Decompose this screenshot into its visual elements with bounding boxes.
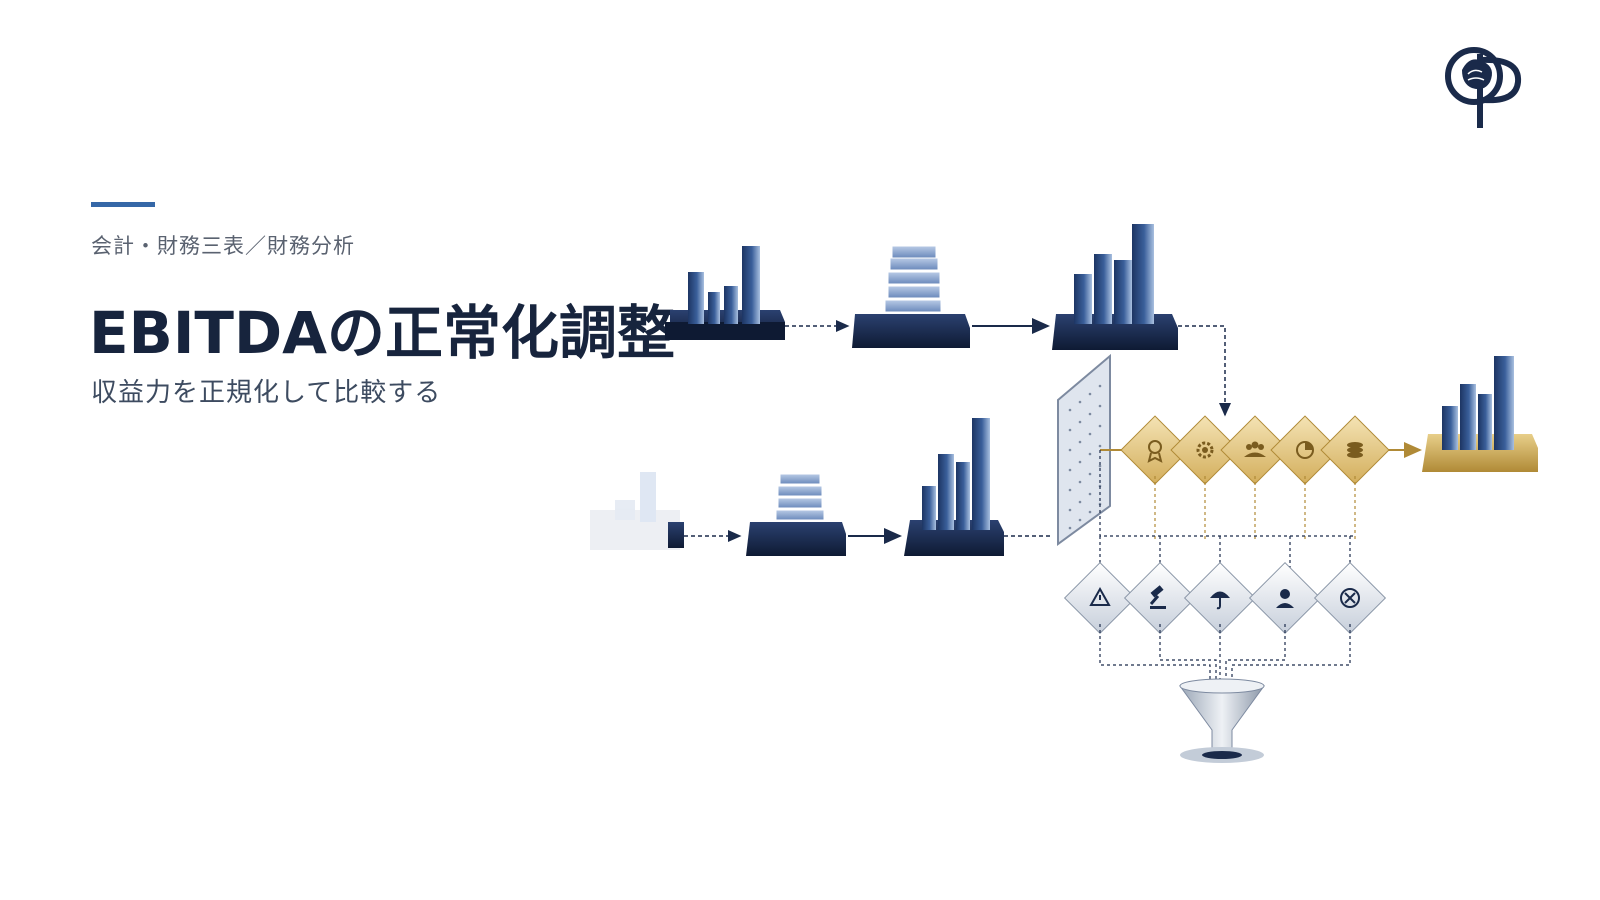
result-platform-gold — [1422, 356, 1538, 472]
platform-faded — [590, 472, 680, 550]
platform-stack-b — [746, 473, 846, 556]
gavel-icon — [1123, 561, 1197, 635]
gear-icon — [1170, 415, 1240, 485]
page-title: EBITDAの正常化調整 — [89, 299, 676, 367]
pie-chart-icon — [1270, 415, 1340, 485]
person-icon — [1248, 561, 1322, 635]
page-subtitle: 収益力を正規化して比較する — [91, 378, 442, 408]
award-icon — [1120, 415, 1190, 485]
platform-bars-b — [1052, 224, 1178, 350]
team-icon — [1220, 415, 1290, 485]
accent-bar — [91, 202, 155, 207]
risk-adjustments — [1063, 561, 1387, 635]
umbrella-icon — [1183, 561, 1257, 635]
platform-bars-a — [665, 246, 785, 340]
category-label: 会計・財務三表／財務分析 — [91, 234, 355, 258]
ebitda-normalization-diagram — [590, 224, 1538, 763]
filter-screen — [1057, 353, 1111, 546]
lion-op-logo-icon — [1445, 47, 1522, 128]
gold-adjustments — [1120, 415, 1390, 485]
funnel-icon — [1179, 678, 1265, 763]
warning-icon — [1063, 561, 1137, 635]
platform-bars-c — [904, 418, 1004, 556]
platform-stack-a — [852, 245, 970, 348]
cancel-icon — [1313, 561, 1387, 635]
coins-icon — [1320, 415, 1390, 485]
